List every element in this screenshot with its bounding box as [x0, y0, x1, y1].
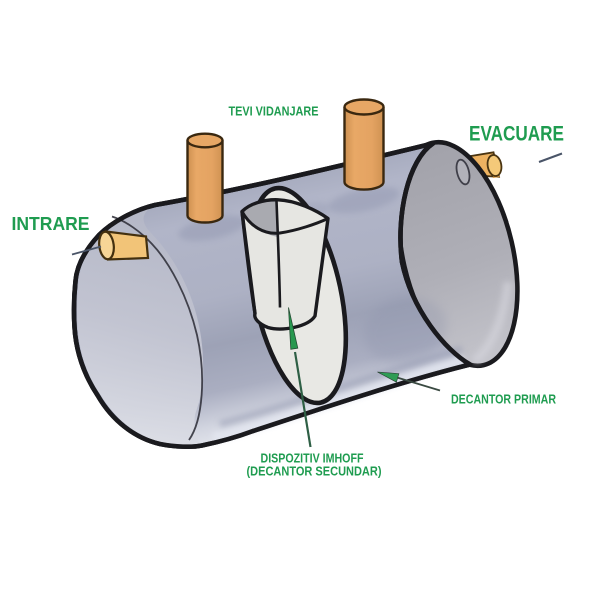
svg-text:TEVI VIDANJARE: TEVI VIDANJARE	[229, 105, 319, 119]
svg-text:EVACUARE: EVACUARE	[469, 123, 564, 146]
svg-text:DISPOZITIV IMHOFF: DISPOZITIV IMHOFF	[261, 452, 364, 466]
svg-text:(DECANTOR SECUNDAR): (DECANTOR SECUNDAR)	[247, 465, 382, 479]
svg-text:DECANTOR PRIMAR: DECANTOR PRIMAR	[451, 393, 556, 407]
svg-text:INTRARE: INTRARE	[12, 213, 90, 234]
